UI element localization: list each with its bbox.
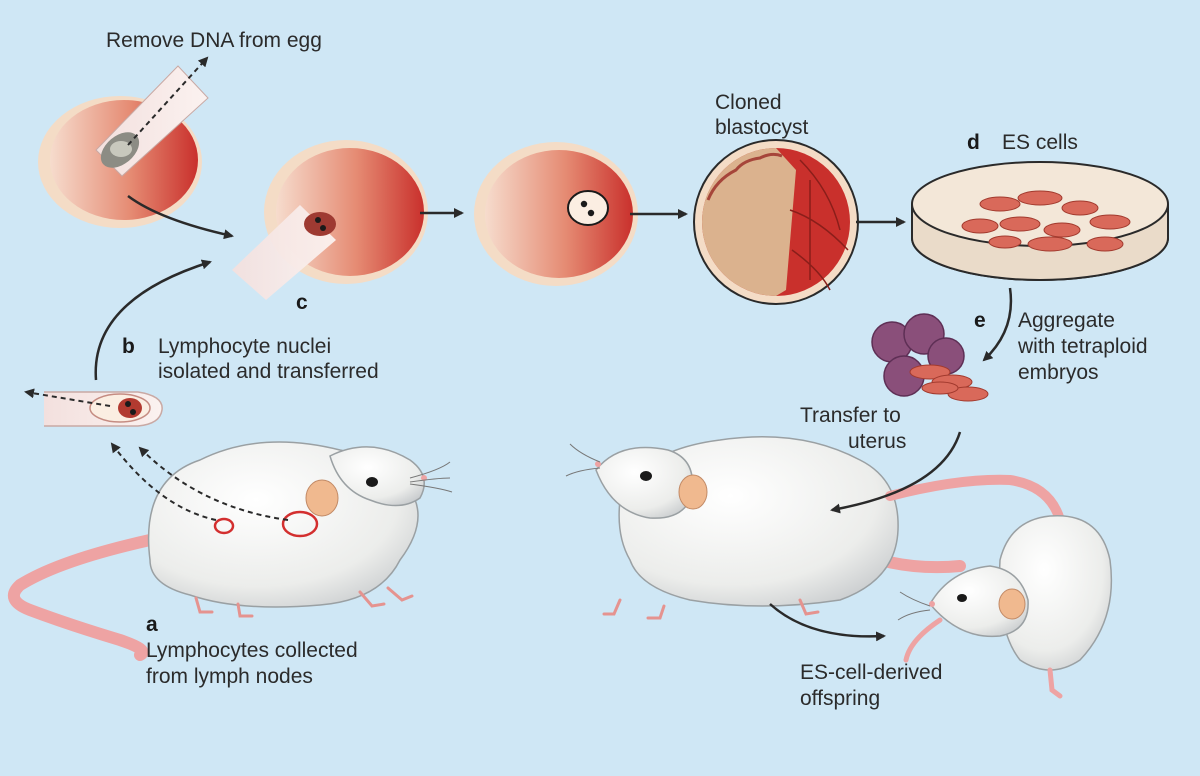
egg-reconstructed: [474, 142, 638, 286]
pipette-icon: [95, 65, 209, 177]
label-offspring-1: ES-cell-derived: [800, 661, 943, 684]
label-aggregate-1: Aggregate: [1018, 309, 1115, 332]
label-lymphocyte-nuclei-2: isolated and transferred: [158, 360, 379, 383]
step-c-marker: c: [296, 291, 308, 314]
label-lymphocytes-collected-1: Lymphocytes collected: [146, 639, 358, 662]
label-remove-dna: Remove DNA from egg: [106, 29, 322, 52]
label-aggregate-2: with tetraploid: [1018, 335, 1148, 358]
label-lymphocytes-collected-2: from lymph nodes: [146, 665, 313, 688]
label-offspring-2: offspring: [800, 687, 881, 710]
step-d-marker: d: [967, 131, 980, 154]
surrogate-mouse: [565, 436, 966, 620]
step-e-marker: e: [974, 309, 986, 332]
label-transfer-2: uterus: [848, 430, 907, 453]
label-transfer-1: Transfer to: [800, 404, 901, 427]
label-lymphocyte-nuclei-1: Lymphocyte nuclei: [158, 335, 332, 358]
label-aggregate-3: embryos: [1018, 361, 1099, 384]
petri-dish: [911, 161, 1169, 281]
lymph-node-icon: [213, 510, 319, 538]
injection-pipette-icon: [232, 205, 336, 300]
lymphocyte-pipette: [24, 388, 163, 427]
egg-nuclear-transfer: [232, 140, 428, 300]
step-b-marker: b: [122, 335, 135, 358]
egg-enucleation: [38, 56, 209, 228]
tetraploid-aggregate: [871, 313, 989, 402]
step-a-marker: a: [146, 613, 158, 636]
offspring-mouse: [885, 474, 1113, 699]
label-cloned-blastocyst-2: blastocyst: [715, 116, 809, 139]
flow-arrows: [94, 194, 1013, 642]
label-es-cells: ES cells: [1002, 131, 1078, 154]
donor-mouse: [8, 441, 453, 661]
cloned-blastocyst: [693, 139, 859, 305]
label-cloned-blastocyst-1: Cloned: [715, 91, 782, 114]
